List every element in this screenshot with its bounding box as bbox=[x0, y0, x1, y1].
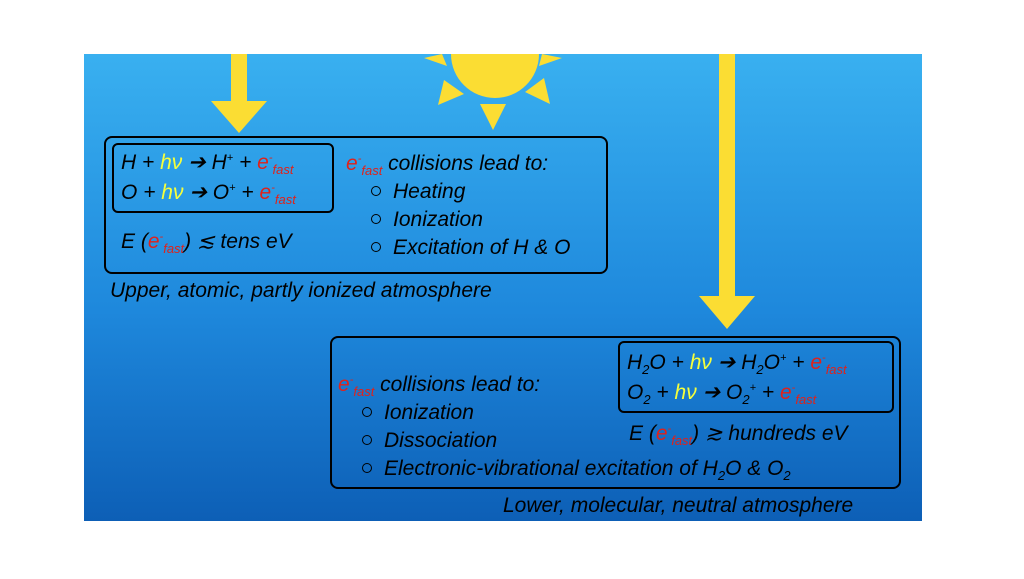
sun-icon bbox=[424, 54, 562, 130]
upper-outer-box bbox=[104, 136, 608, 274]
upper-collisions-heading: e-fast collisions lead to: bbox=[346, 152, 549, 179]
lower-item-ionization: Ionization bbox=[362, 402, 474, 423]
arrow-upper bbox=[211, 54, 267, 133]
bullet-icon bbox=[371, 214, 381, 224]
lower-item-dissociation: Dissociation bbox=[362, 430, 497, 451]
sun-ray-right-top bbox=[539, 54, 562, 66]
sun-disc bbox=[451, 54, 539, 98]
bullet-icon bbox=[362, 435, 372, 445]
upper-item-heating: Heating bbox=[371, 181, 465, 202]
upper-reaction-1: H + hν ➔ H+ + e-fast bbox=[121, 151, 294, 178]
bullet-icon bbox=[371, 186, 381, 196]
upper-caption: Upper, atomic, partly ionized atmosphere bbox=[110, 279, 492, 302]
atmosphere-panel: H + hν ➔ H+ + e-fast O + hν ➔ O+ + e-fas… bbox=[84, 54, 922, 521]
upper-reaction-box bbox=[112, 143, 334, 213]
sun-ray-right bbox=[525, 78, 550, 104]
lower-energy: E (e-fast) ≳ hundreds eV bbox=[629, 422, 848, 449]
bullet-icon bbox=[362, 463, 372, 473]
upper-energy: E (e-fast) ≲ tens eV bbox=[121, 230, 292, 257]
bullet-icon bbox=[371, 242, 381, 252]
upper-reaction-2: O + hν ➔ O+ + e-fast bbox=[121, 181, 296, 208]
arrow-lower bbox=[699, 54, 755, 329]
bullet-icon bbox=[362, 407, 372, 417]
lower-caption: Lower, molecular, neutral atmosphere bbox=[503, 494, 854, 517]
sun-ray-left bbox=[438, 80, 464, 105]
lower-reaction-1: H2O + hν ➔ H2O+ + e-fast bbox=[627, 351, 847, 378]
lower-item-excitation: Electronic-vibrational excitation of H2O… bbox=[362, 458, 791, 482]
sun-ray-bottom bbox=[480, 104, 506, 130]
lower-collisions-heading: e-fast collisions lead to: bbox=[338, 373, 541, 400]
sun-ray-left-top bbox=[424, 54, 447, 66]
lower-reaction-box bbox=[618, 341, 894, 413]
radiation-arrows bbox=[211, 54, 755, 329]
lower-outer-box bbox=[330, 336, 901, 489]
upper-item-excitation: Excitation of H & O bbox=[371, 237, 570, 258]
lower-reaction-2: O2 + hν ➔ O2+ + e-fast bbox=[627, 381, 817, 408]
upper-item-ionization: Ionization bbox=[371, 209, 483, 230]
